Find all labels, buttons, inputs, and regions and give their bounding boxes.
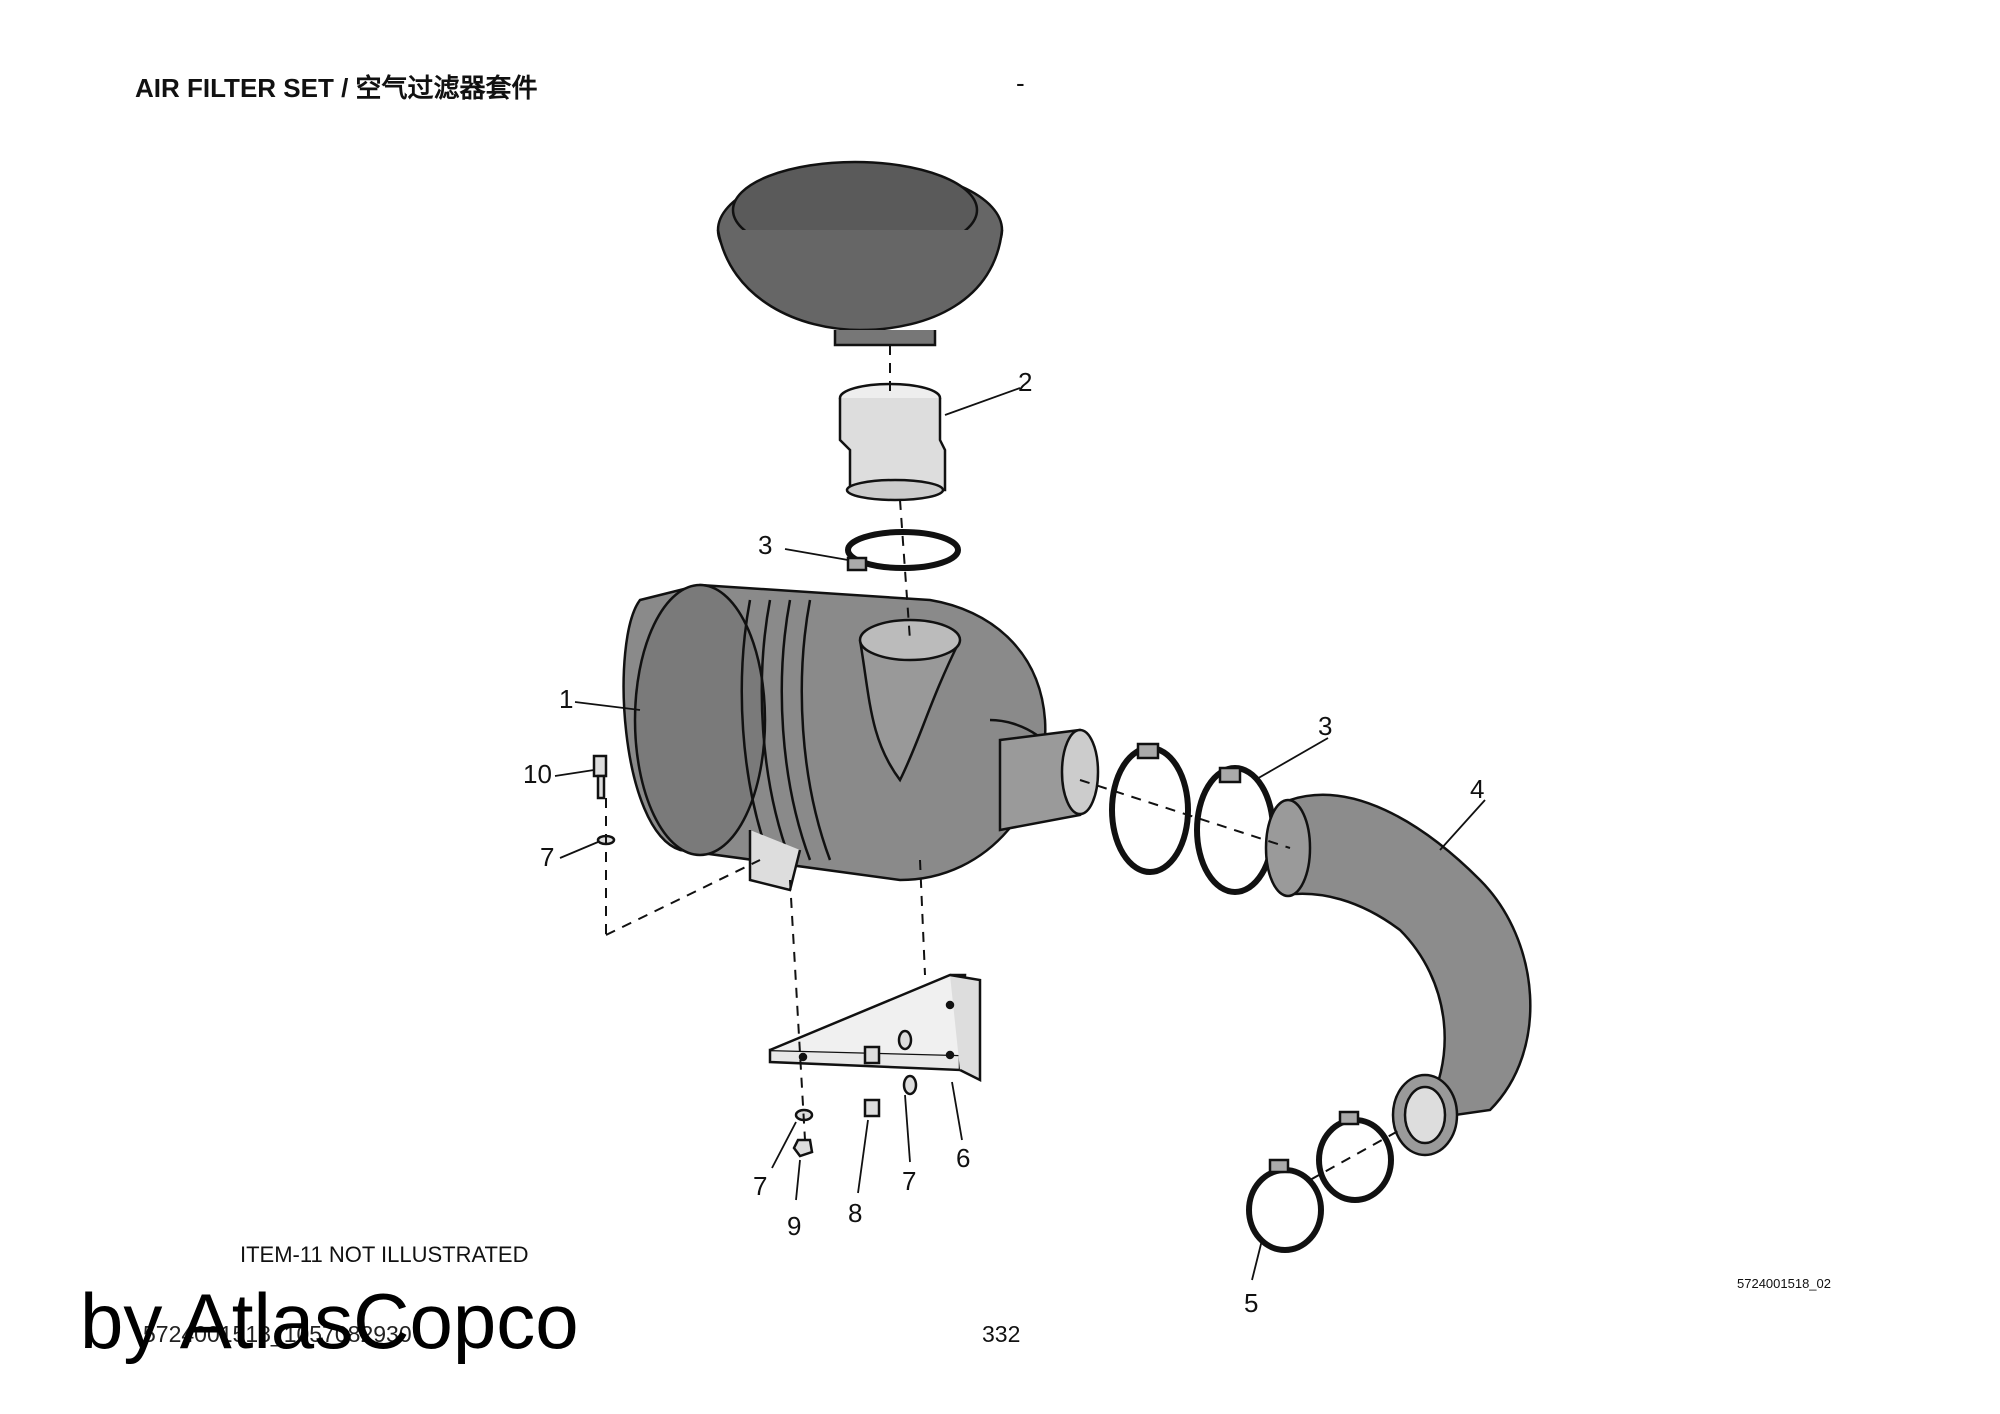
part-3-outlet-clamps: [1109, 742, 1276, 895]
page-title: AIR FILTER SET / 空气过滤器套件: [135, 73, 538, 103]
callout-2: 2: [1018, 367, 1032, 397]
header-dash: -: [1016, 68, 1025, 98]
callout-5: 5: [1244, 1288, 1258, 1318]
fasteners: [592, 754, 918, 1158]
footnote: ITEM-11 NOT ILLUSTRATED: [240, 1242, 529, 1267]
part-1-air-filter-housing: [622, 583, 1100, 892]
part-4-hose: [1264, 793, 1532, 1157]
page-number: 332: [982, 1321, 1021, 1347]
callout-8: 8: [848, 1198, 862, 1228]
part-5-hose-clamps: [1246, 1110, 1394, 1253]
document-code: 5724001518_1057082930: [143, 1321, 412, 1347]
assembly-dashed-lines: [605, 345, 1401, 1181]
callout-leaders: [554, 387, 1486, 1281]
rain-cap: [716, 160, 1004, 347]
callout-4: 4: [1470, 774, 1484, 804]
callout-labels: 2 3 1 10 7 3 4 6 7 7 8 9 5: [523, 367, 1484, 1318]
callout-1: 1: [559, 684, 573, 714]
callout-10: 10: [523, 759, 552, 789]
callout-7-right: 7: [902, 1166, 916, 1196]
callout-9: 9: [787, 1211, 801, 1241]
part-3-upper-clamp: [845, 529, 961, 572]
callout-3-upper: 3: [758, 530, 772, 560]
callout-6: 6: [956, 1143, 970, 1173]
callout-7-left: 7: [753, 1171, 767, 1201]
drawing-code: 5724001518_02: [1737, 1276, 1831, 1291]
watermark: by AtlasCopco: [80, 1277, 579, 1365]
callout-3-outlet: 3: [1318, 711, 1332, 741]
callout-7-upper: 7: [540, 842, 554, 872]
part-2-intake-tube: [838, 382, 947, 502]
